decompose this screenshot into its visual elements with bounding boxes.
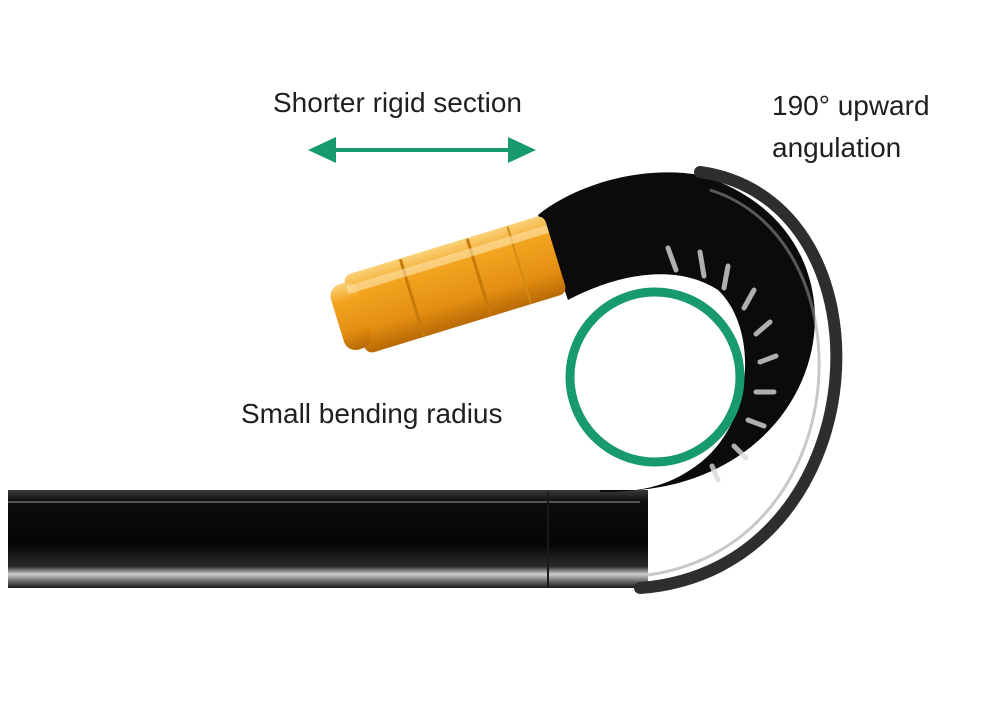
bending-radius-label: Small bending radius [241, 398, 503, 429]
angulation-label-line2: angulation [772, 132, 902, 163]
angulation-label-line1: 190° upward [772, 90, 930, 121]
insertion-shaft [8, 490, 648, 588]
double-headed-arrow-icon [308, 137, 536, 163]
rigid-tip [330, 216, 566, 353]
bending-radius-circle-icon [565, 287, 745, 467]
rigid-section-label: Shorter rigid section [273, 87, 523, 118]
angulation-label: 190° upward angulation [772, 85, 930, 169]
bending-ribs [665, 245, 779, 483]
bending-section [538, 166, 843, 594]
